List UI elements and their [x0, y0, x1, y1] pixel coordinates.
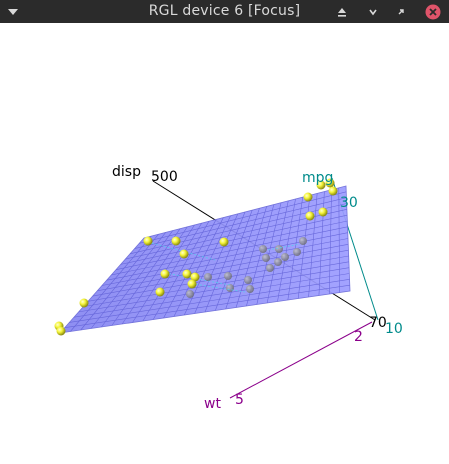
data-point-occluded: [204, 273, 212, 281]
wt-axis-line: [229, 321, 373, 399]
title-bar[interactable]: RGL device 6 [Focus]: [0, 0, 449, 23]
data-point: [219, 237, 229, 247]
wt-tick-2: 2: [354, 329, 363, 345]
data-point-occluded: [244, 276, 252, 284]
scatter3d-plot[interactable]: disp 500 70 mpg 30 10 wt 2 5: [0, 23, 449, 460]
data-point: [160, 269, 170, 279]
data-point: [303, 192, 313, 202]
data-point-occluded: [224, 272, 232, 280]
data-point: [155, 287, 165, 297]
data-point: [179, 249, 189, 259]
data-point: [325, 178, 335, 188]
window-menu-icon[interactable]: [5, 0, 21, 23]
minimize-icon[interactable]: [365, 0, 381, 23]
data-point-occluded: [226, 284, 234, 292]
disp-axis-label: disp: [112, 164, 141, 180]
disp-tick-500: 500: [151, 169, 178, 185]
data-point: [79, 298, 89, 308]
data-point: [182, 269, 192, 279]
data-point: [328, 186, 338, 196]
data-point: [318, 207, 328, 217]
rgl-3d-canvas[interactable]: disp 500 70 mpg 30 10 wt 2 5: [0, 23, 449, 460]
data-point: [143, 236, 153, 246]
mpg-tick-10: 10: [385, 321, 403, 337]
close-icon[interactable]: [424, 0, 442, 23]
window-title: RGL device 6 [Focus]: [148, 3, 301, 19]
data-point-occluded: [293, 248, 301, 256]
data-point-occluded: [262, 254, 270, 262]
mpg-tick-30: 30: [340, 195, 358, 211]
data-point-occluded: [186, 290, 194, 298]
data-point: [305, 211, 315, 221]
disp-tick-70: 70: [369, 315, 387, 331]
data-point-occluded: [281, 253, 289, 261]
points-above-plane: [54, 178, 338, 336]
data-point-occluded: [299, 237, 307, 245]
points-behind-plane: [186, 237, 307, 298]
data-point: [187, 279, 197, 289]
restore-icon[interactable]: [393, 0, 409, 23]
data-point-occluded: [259, 245, 267, 253]
data-point: [56, 326, 66, 336]
data-point: [171, 236, 181, 246]
mpg-axis-label: mpg: [302, 170, 333, 186]
data-point-occluded: [274, 258, 282, 266]
shade-icon[interactable]: [334, 0, 350, 23]
data-point: [190, 272, 200, 282]
data-point: [316, 180, 326, 190]
data-point-occluded: [266, 264, 274, 272]
wt-tick-5: 5: [235, 392, 244, 408]
regression-plane: [58, 185, 351, 334]
data-point-occluded: [246, 285, 254, 293]
data-point-occluded: [275, 245, 283, 253]
wt-axis-label: wt: [204, 396, 221, 412]
